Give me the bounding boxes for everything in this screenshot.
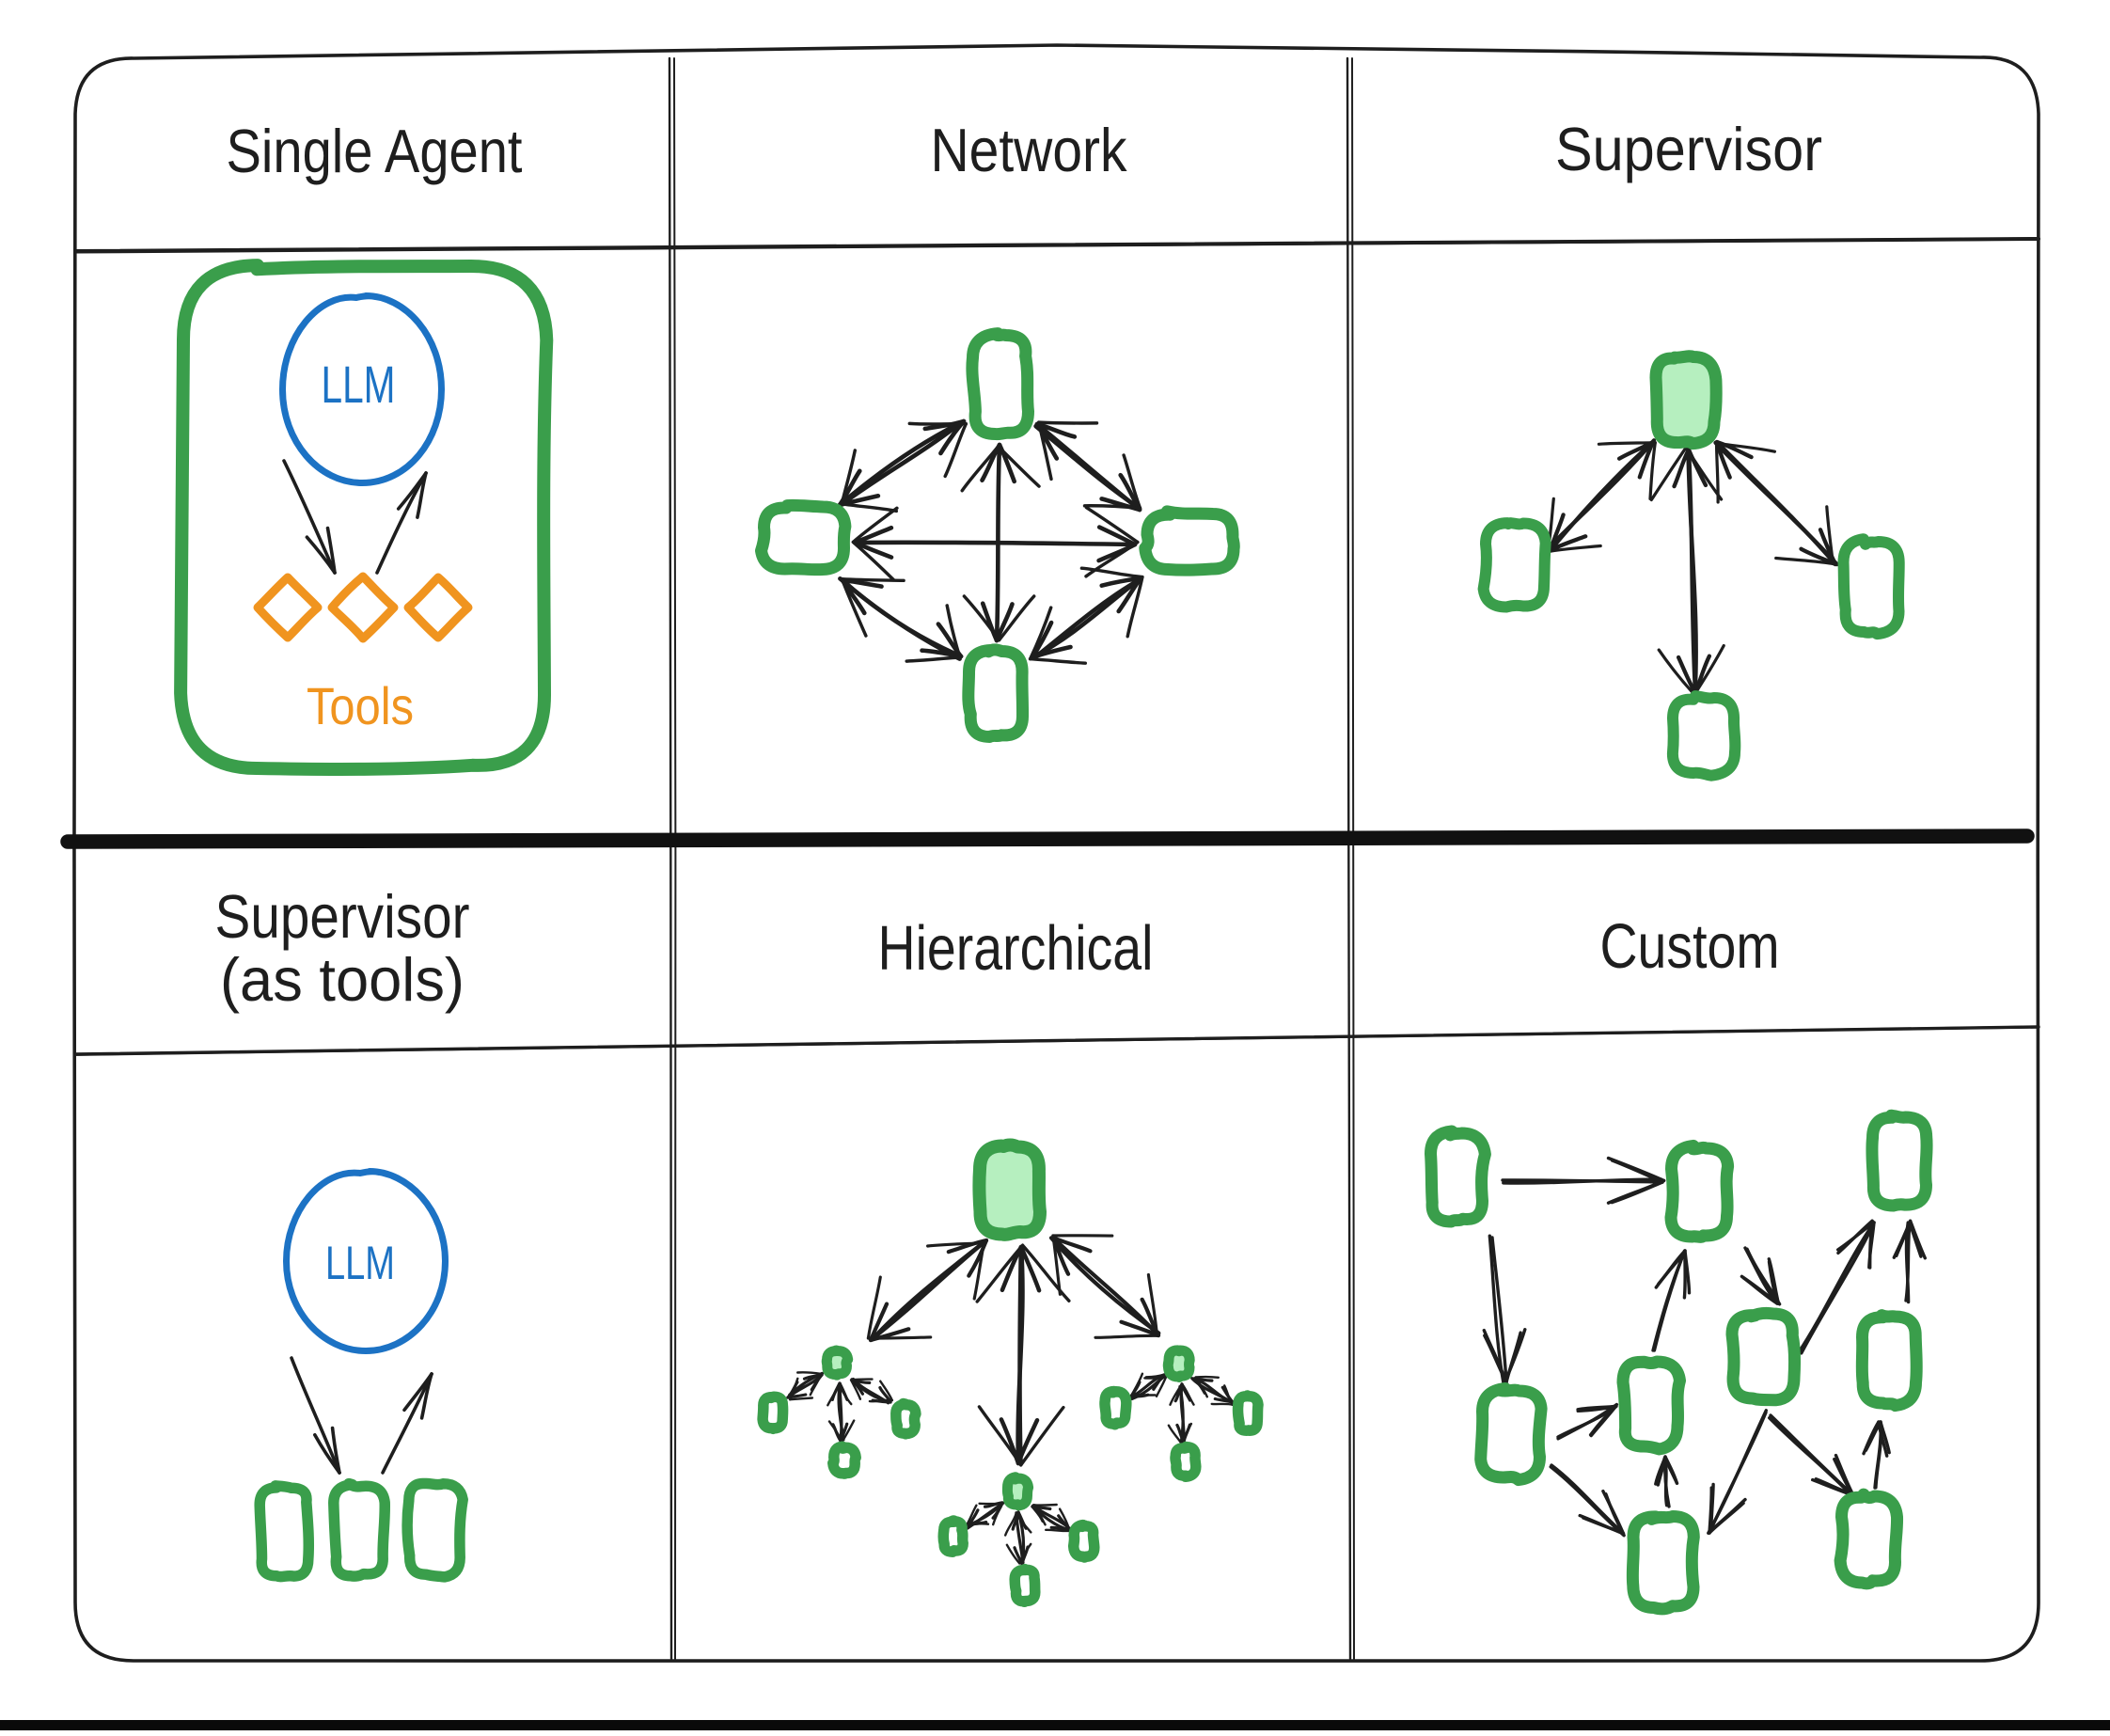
- svg-text:Network: Network: [931, 116, 1127, 184]
- svg-text:Single Agent: Single Agent: [227, 117, 523, 185]
- svg-text:Supervisor: Supervisor: [1555, 115, 1822, 183]
- svg-text:Tools: Tools: [307, 676, 414, 735]
- svg-text:Hierarchical: Hierarchical: [878, 913, 1154, 984]
- svg-text:LLM: LLM: [322, 355, 396, 414]
- svg-text:(as tools): (as tools): [220, 945, 465, 1014]
- svg-text:Supervisor: Supervisor: [215, 882, 470, 951]
- svg-text:Custom: Custom: [1600, 911, 1780, 982]
- svg-text:LLM: LLM: [325, 1237, 395, 1289]
